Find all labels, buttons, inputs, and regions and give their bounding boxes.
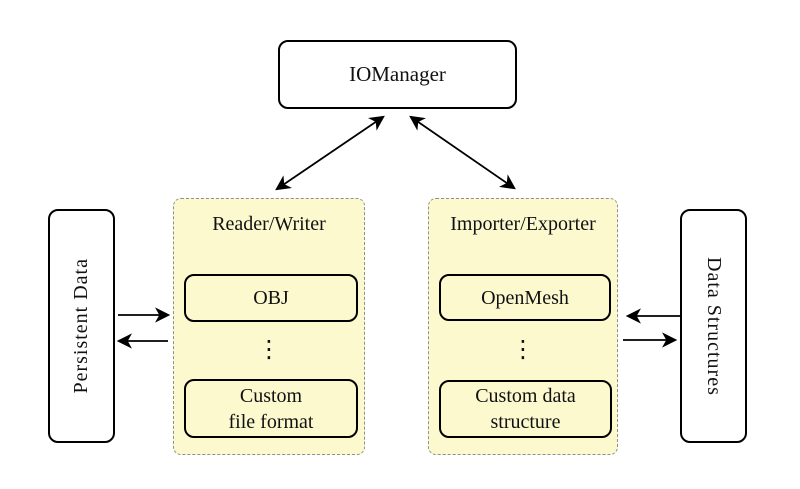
- custom-data-structure-box: Custom data structure: [439, 380, 612, 438]
- custom-data-structure-line1: Custom data: [475, 385, 576, 407]
- custom-data-structure-line2: structure: [490, 411, 561, 433]
- arrow-iomanager-importerexporter: [409, 115, 516, 190]
- iomanager-label: IOManager: [349, 62, 446, 86]
- importer-exporter-title: Importer/Exporter: [450, 213, 596, 235]
- iomanager-box: IOManager: [278, 40, 517, 109]
- custom-file-format-box: Custom file format: [184, 379, 358, 438]
- obj-box: OBJ: [184, 274, 358, 322]
- openmesh-label: OpenMesh: [481, 286, 569, 309]
- importer-exporter-panel: Importer/Exporter OpenMesh ⋮ Custom data…: [428, 198, 618, 455]
- obj-label: OBJ: [253, 287, 289, 309]
- importer-exporter-ellipsis: ⋮: [511, 335, 535, 363]
- data-structures-box: Data Structures: [680, 209, 747, 443]
- reader-writer-ellipsis: ⋮: [257, 335, 281, 363]
- data-structures-label: Data Structures: [703, 256, 725, 396]
- custom-file-format-line1: Custom: [239, 384, 303, 407]
- custom-file-format-line2: file format: [228, 410, 314, 433]
- reader-writer-title: Reader/Writer: [212, 213, 326, 235]
- arrow-iomanager-readerwriter: [275, 115, 385, 191]
- openmesh-box: OpenMesh: [439, 274, 611, 321]
- reader-writer-panel: Reader/Writer OBJ ⋮ Custom file format: [173, 198, 365, 455]
- persistent-data-label: Persistent Data: [70, 258, 92, 394]
- persistent-data-box: Persistent Data: [48, 209, 115, 443]
